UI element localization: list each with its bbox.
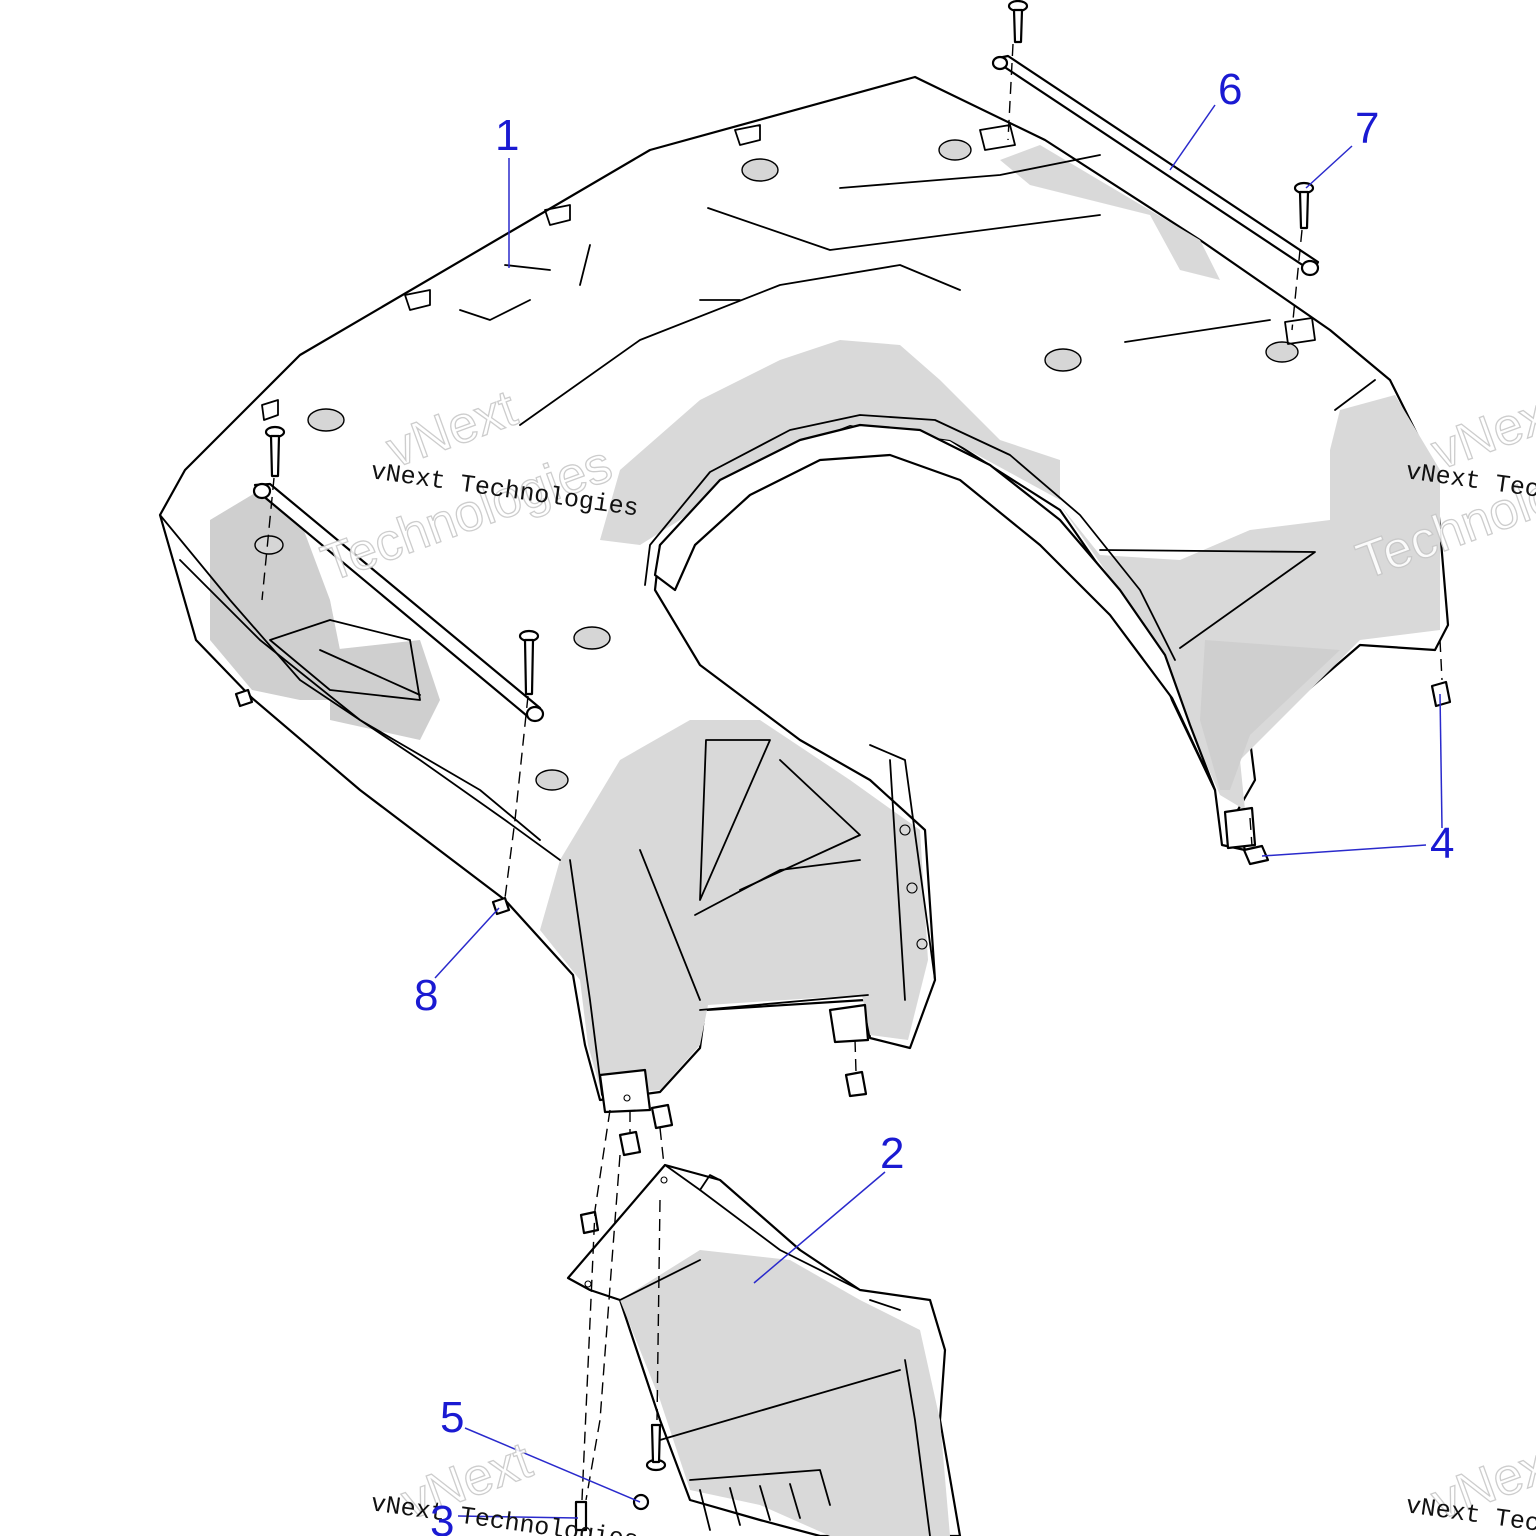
callout-1: 1 [495, 111, 519, 160]
assembly-dash-lines [261, 43, 1443, 1501]
callout-3: 3 [430, 1497, 454, 1536]
part-4-clips [579, 680, 1452, 1235]
callout-2: 2 [880, 1129, 904, 1178]
part-7-screw-left-lower [518, 629, 540, 696]
callout-8: 8 [414, 971, 438, 1020]
part-6-rod-right [991, 54, 1320, 277]
part-7-screw-panel [645, 1423, 667, 1472]
part-2-lower-panel [566, 1163, 962, 1536]
part-5-grommet [632, 1493, 650, 1511]
callout-5: 5 [440, 1393, 464, 1442]
leader-lines [434, 104, 1443, 1519]
part-8-nut-left [234, 688, 254, 708]
part-7-screw-top [1007, 0, 1029, 44]
part-7-screw-right [1293, 181, 1315, 230]
part-7-screw-left-upper [264, 425, 286, 478]
part-1-rear-fender-body [158, 75, 1450, 1114]
callout-numbers: 1 2 3 4 5 6 7 8 [414, 65, 1454, 1536]
callout-4: 4 [1430, 819, 1454, 868]
callout-7: 7 [1355, 104, 1379, 153]
part-3-screw [574, 1500, 588, 1532]
part-6-rod-left [252, 482, 545, 723]
callout-6: 6 [1218, 65, 1242, 114]
